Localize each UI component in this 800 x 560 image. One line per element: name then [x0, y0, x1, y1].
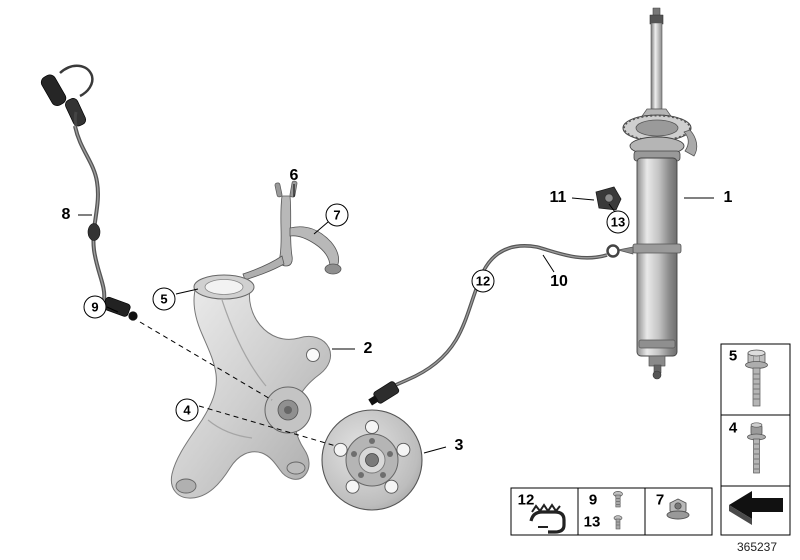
- callout-12[interactable]: 12: [471, 269, 495, 293]
- cable-clip-icon: [529, 503, 566, 534]
- abs-sensor-cable[interactable]: [39, 64, 138, 321]
- callout-5[interactable]: 5: [152, 287, 176, 311]
- legend-label-9: 9: [588, 491, 598, 509]
- callout-8[interactable]: 8: [61, 206, 71, 223]
- wheel-hub[interactable]: [321, 409, 423, 511]
- strut-cable-bracket[interactable]: [595, 186, 622, 211]
- callout-7[interactable]: 7: [325, 203, 349, 227]
- hex-bolt-icon: [745, 349, 768, 407]
- callout-2[interactable]: 2: [363, 340, 373, 357]
- legend-label-5: 5: [728, 347, 738, 365]
- cable-bracket[interactable]: [242, 180, 342, 281]
- legend-box-screws[interactable]: [577, 487, 646, 536]
- steering-knuckle[interactable]: [170, 274, 332, 499]
- leader-lines: [78, 184, 714, 454]
- callout-6[interactable]: 6: [289, 167, 299, 184]
- abs-sensor-head: [102, 296, 131, 317]
- front-strut[interactable]: [617, 7, 698, 380]
- legend-label-7: 7: [655, 491, 665, 509]
- callout-4[interactable]: 4: [175, 398, 199, 422]
- abs-connector-icon: [40, 74, 67, 107]
- flange-nut-icon: [666, 498, 690, 520]
- callout-11[interactable]: 11: [549, 189, 567, 206]
- cap-bolt-icon: [747, 422, 766, 474]
- legend-label-12: 12: [517, 491, 535, 509]
- callout-3[interactable]: 3: [454, 437, 464, 454]
- callout-13[interactable]: 13: [606, 210, 630, 234]
- diagram-number: 365237: [736, 540, 778, 554]
- callout-1[interactable]: 1: [723, 189, 733, 206]
- callout-9[interactable]: 9: [83, 295, 107, 319]
- legend-label-13: 13: [583, 513, 601, 531]
- legend-label-4: 4: [728, 419, 738, 437]
- wear-sensor-cable[interactable]: [367, 244, 620, 409]
- callout-10[interactable]: 10: [550, 273, 568, 290]
- direction-arrow-icon: [729, 491, 783, 525]
- small-screw-icon: [613, 491, 623, 530]
